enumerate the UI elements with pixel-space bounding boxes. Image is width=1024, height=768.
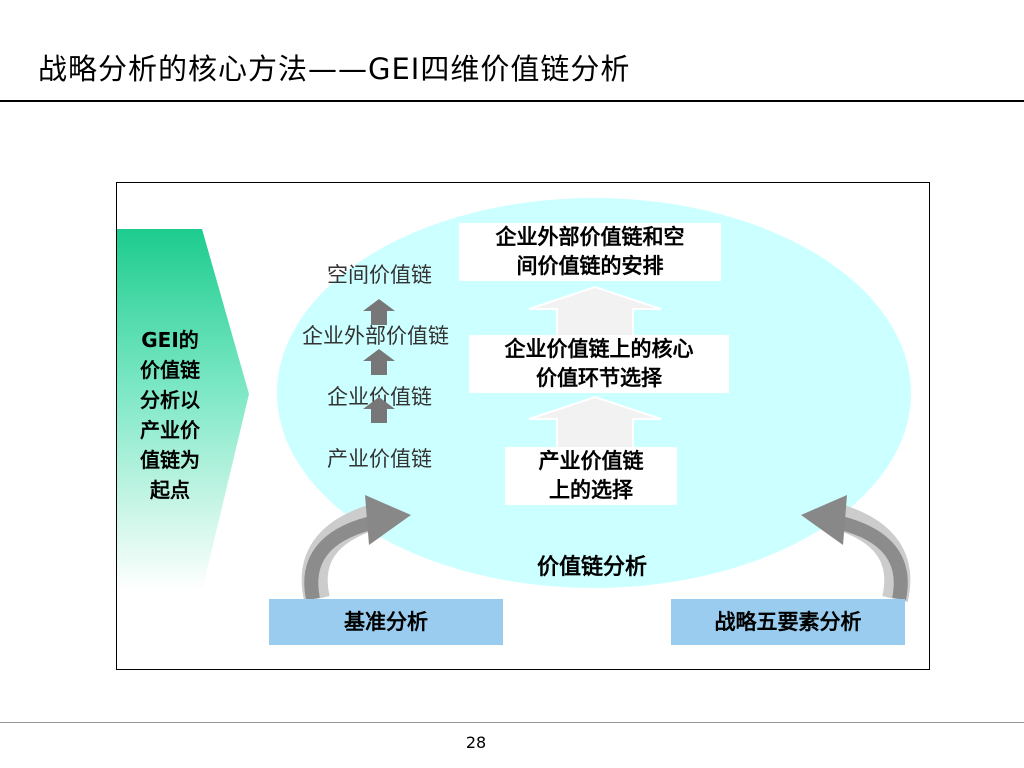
box-core-value-link-selection: 企业价值链上的核心 价值环节选择 <box>469 335 729 393</box>
hollow-up-arrow-icon <box>528 285 662 337</box>
side-label-line: 起点 <box>150 478 190 502</box>
side-label-line: 产业价 <box>140 418 200 442</box>
title-divider <box>0 100 1024 102</box>
box-line: 企业外部价值链和空 <box>495 225 685 249</box>
level-external-value-chain: 企业外部价值链 <box>302 324 449 348</box>
level-spatial-value-chain: 空间价值链 <box>327 263 432 287</box>
side-label-line: 值链为 <box>140 448 200 472</box>
box-line: 企业价值链上的核心 <box>504 337 694 361</box>
box-line: 上的选择 <box>549 478 633 502</box>
box-line: 间价值链的安排 <box>516 254 664 278</box>
side-label-line: 价值链 <box>140 358 200 382</box>
up-arrow-icon <box>363 299 395 325</box>
up-arrow-icon <box>363 349 395 375</box>
box-line: 产业价值链 <box>538 449 644 473</box>
value-chain-analysis-label: 价值链分析 <box>536 555 647 580</box>
curved-arrow-right-icon <box>801 495 911 602</box>
footer-divider <box>0 722 1024 723</box>
side-pentagon-shape <box>117 229 249 591</box>
side-label: GEI的 价值链 分析以 产业价 值链为 起点 <box>125 325 215 505</box>
box-industry-chain-selection: 产业价值链 上的选择 <box>505 447 677 505</box>
level-industry-value-chain: 产业价值链 <box>327 447 432 471</box>
page-number: 28 <box>465 733 487 752</box>
diagram-frame: GEI的 价值链 分析以 产业价 值链为 起点 空间价值链 企业外部价值链 企业… <box>116 182 930 670</box>
side-label-line: GEI的 <box>141 328 199 352</box>
box-external-spatial-arrangement: 企业外部价值链和空 间价值链的安排 <box>459 223 721 281</box>
box-line: 价值环节选择 <box>536 366 662 390</box>
page-title: 战略分析的核心方法——GEI四维价值链分析 <box>38 52 631 86</box>
up-arrow-icon <box>363 397 395 423</box>
side-label-line: 分析以 <box>140 388 200 412</box>
five-element-strategy-box: 战略五要素分析 <box>671 599 905 645</box>
benchmark-analysis-box: 基准分析 <box>269 599 503 645</box>
hollow-up-arrow-icon <box>528 395 662 449</box>
curved-arrow-left-icon <box>301 495 411 602</box>
